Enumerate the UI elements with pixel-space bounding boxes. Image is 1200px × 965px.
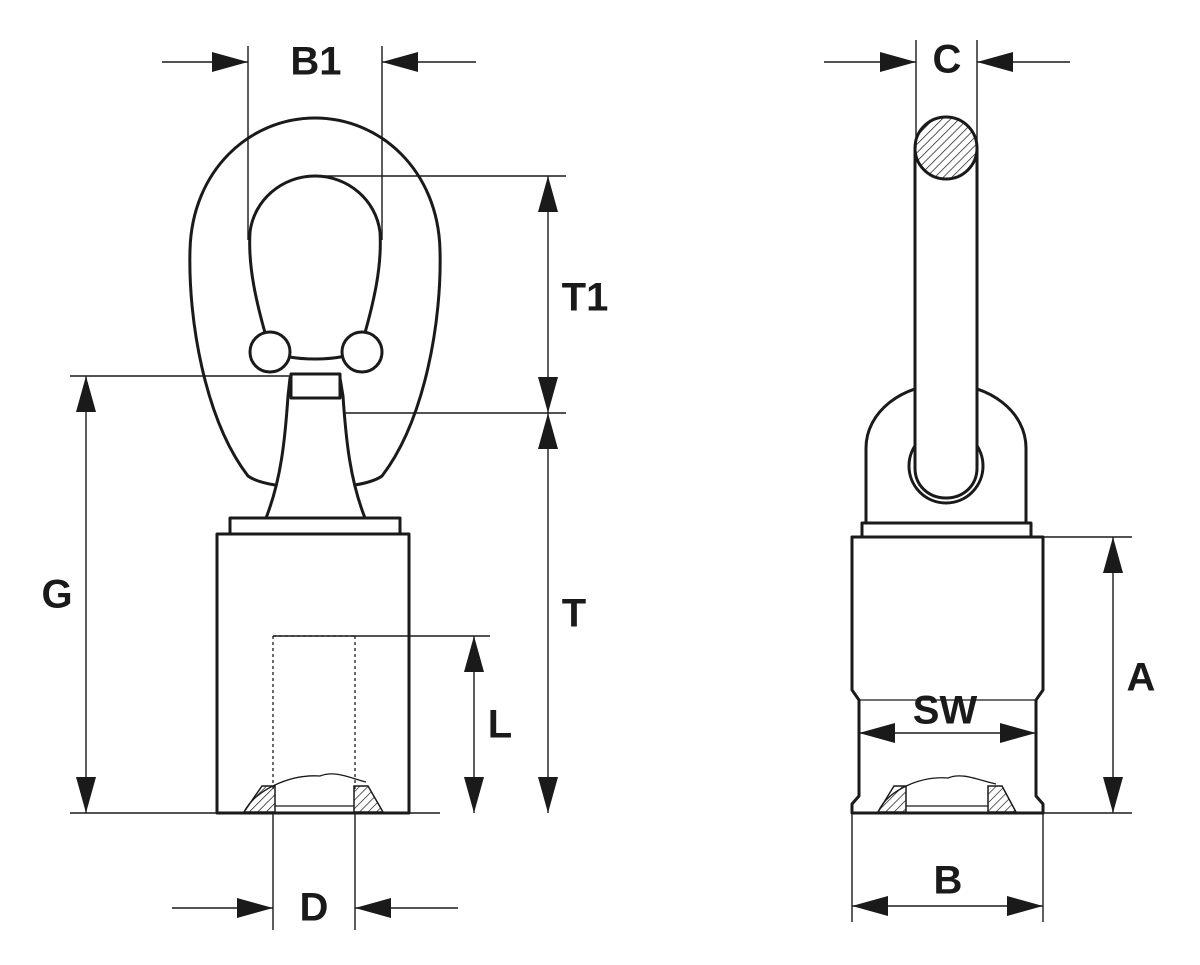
- label-t: T: [562, 592, 586, 636]
- front-ball-right: [340, 330, 384, 374]
- label-sw: SW: [913, 689, 978, 733]
- front-ball-left: [248, 330, 292, 374]
- side-collar: [860, 521, 1033, 539]
- front-collar: [228, 516, 402, 536]
- label-c: C: [933, 38, 962, 82]
- front-stem-cap: [289, 372, 342, 400]
- side-hatch-left: [876, 785, 907, 813]
- label-d: D: [300, 886, 329, 930]
- label-t1: T1: [562, 276, 609, 320]
- front-hatch-right: [353, 785, 385, 813]
- side-view: [850, 115, 1045, 815]
- side-rod-section-hatch: [915, 117, 977, 179]
- label-b: B: [934, 859, 963, 903]
- label-l: L: [488, 703, 512, 747]
- front-view: [188, 116, 442, 815]
- label-g: G: [41, 573, 72, 617]
- extension-lines: [70, 40, 1132, 930]
- side-rod: [913, 146, 979, 500]
- dimension-arrows: [76, 52, 1123, 918]
- label-a: A: [1127, 656, 1156, 700]
- label-b1: B1: [290, 40, 341, 84]
- front-hatch-left: [242, 785, 276, 813]
- side-body: [850, 535, 1045, 815]
- side-hatch-right: [987, 785, 1018, 813]
- front-body: [215, 532, 411, 815]
